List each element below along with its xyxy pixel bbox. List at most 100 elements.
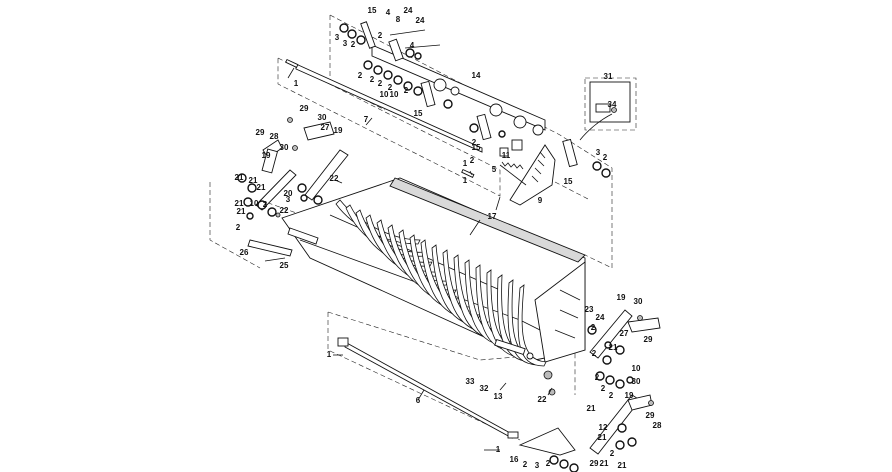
callout-21: 21 (237, 207, 246, 216)
callout-2: 2 (603, 153, 608, 162)
callout-27: 27 (620, 329, 629, 338)
left-bracket-assembly (237, 117, 349, 257)
leader-lines (264, 67, 553, 451)
lower-rod (337, 337, 519, 439)
callout-8: 8 (396, 15, 401, 24)
callout-21: 21 (235, 173, 244, 182)
upper-rod (285, 58, 483, 178)
callout-28: 28 (653, 421, 662, 430)
callout-15: 15 (414, 109, 423, 118)
right-bracket-assembly (518, 309, 661, 472)
callout-21: 21 (257, 183, 266, 192)
callout-14: 14 (472, 71, 481, 80)
top-washers (339, 23, 611, 178)
callout-19: 19 (262, 151, 271, 160)
callout-19: 19 (617, 293, 626, 302)
callout-1: 1 (294, 79, 299, 88)
callout-33: 33 (466, 377, 475, 386)
upper-shaft-assembly (360, 21, 578, 168)
callout-25: 25 (280, 261, 289, 270)
callout-21: 21 (598, 433, 607, 442)
callout-7: 7 (364, 115, 369, 124)
callout-4: 4 (386, 8, 391, 17)
callout-21: 21 (618, 461, 627, 470)
callout-2: 2 (610, 449, 615, 458)
callout-13: 13 (494, 392, 503, 401)
callout-10: 10 (250, 199, 259, 208)
callout-2: 2 (601, 384, 606, 393)
callout-30: 30 (280, 143, 289, 152)
callout-3: 3 (535, 461, 540, 470)
callout-16: 16 (510, 455, 519, 464)
callout-29: 29 (590, 459, 599, 468)
callout-2: 2 (609, 391, 614, 400)
callout-22: 22 (538, 395, 547, 404)
callout-5: 5 (492, 165, 497, 174)
callout-2: 2 (263, 200, 268, 209)
callout-2: 2 (591, 323, 596, 332)
callout-11: 11 (502, 151, 511, 160)
callout-2: 2 (388, 83, 393, 92)
callout-31: 31 (604, 72, 613, 81)
callout-2: 2 (595, 373, 600, 382)
detent-plate-and-spring (499, 144, 556, 206)
callout-21: 21 (235, 199, 244, 208)
callout-19: 19 (625, 391, 634, 400)
callout-3: 3 (335, 33, 340, 42)
callout-3: 3 (343, 39, 348, 48)
callout-2: 2 (472, 138, 477, 147)
callout-29: 29 (644, 335, 653, 344)
callout-15: 15 (368, 6, 377, 15)
callout-2: 2 (378, 79, 383, 88)
callout-27: 27 (321, 123, 330, 132)
callout-2: 2 (378, 31, 383, 40)
callout-1: 1 (463, 159, 468, 168)
callout-4: 4 (410, 41, 415, 50)
callout-3: 3 (596, 148, 601, 157)
callout-20: 20 (284, 189, 293, 198)
callout-28: 28 (270, 132, 279, 141)
callout-29: 29 (646, 411, 655, 420)
callout-32: 32 (480, 384, 489, 393)
callout-2: 2 (404, 86, 409, 95)
callout-2: 2 (236, 223, 241, 232)
callout-17: 17 (488, 212, 497, 221)
callout-6: 6 (416, 396, 421, 405)
callout-24: 24 (404, 6, 413, 15)
callout-2: 2 (546, 459, 551, 468)
callout-34: 34 (608, 100, 617, 109)
callout-30: 30 (318, 113, 327, 122)
callout-1: 1 (327, 350, 332, 359)
callout-24: 24 (596, 313, 605, 322)
callout-15: 15 (472, 143, 481, 152)
callout-30: 30 (634, 297, 643, 306)
callout-23: 23 (585, 305, 594, 314)
tine-rake-assembly (281, 177, 586, 396)
callout-29: 29 (300, 104, 309, 113)
callout-22: 22 (330, 174, 339, 183)
callout-3: 3 (286, 195, 291, 204)
sensor-detail-box (579, 81, 631, 141)
callout-19: 19 (334, 126, 343, 135)
callout-21: 21 (249, 176, 258, 185)
callout-2: 2 (470, 156, 475, 165)
callout-15: 15 (564, 177, 573, 186)
callout-2: 2 (523, 460, 528, 469)
callout-10: 10 (632, 364, 641, 373)
callout-29: 29 (256, 128, 265, 137)
callout-22: 22 (280, 206, 289, 215)
callout-2: 2 (358, 71, 363, 80)
callout-21: 21 (587, 404, 596, 413)
callout-12: 12 (599, 423, 608, 432)
callout-24: 24 (416, 16, 425, 25)
callout-21: 21 (600, 459, 609, 468)
callout-2: 2 (370, 75, 375, 84)
callout-26: 26 (240, 248, 249, 257)
callout-10: 10 (390, 90, 399, 99)
callout-2: 2 (592, 349, 597, 358)
callout-1: 1 (496, 445, 501, 454)
callout-30: 30 (632, 377, 641, 386)
callout-9: 9 (538, 196, 543, 205)
